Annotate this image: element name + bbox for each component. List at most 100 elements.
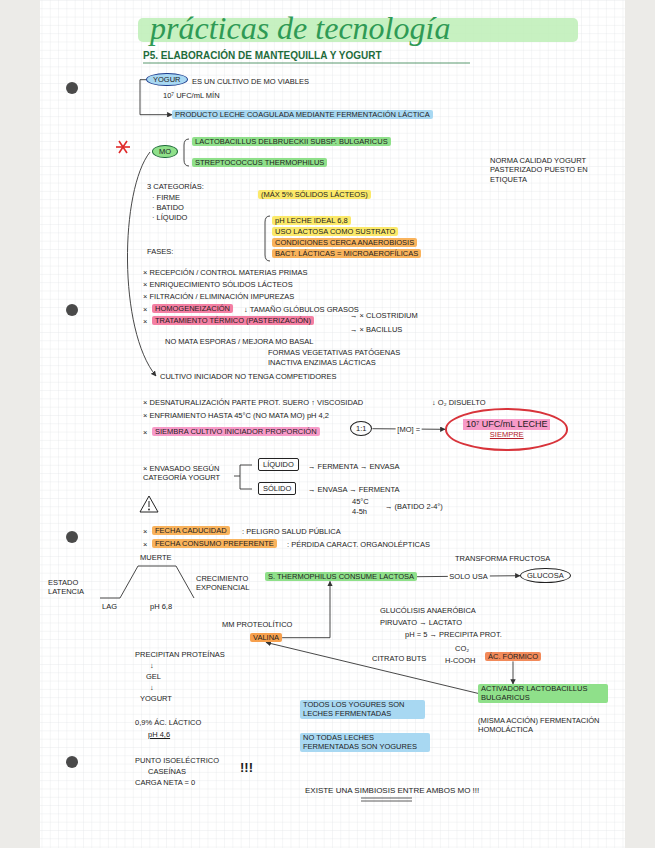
paper-sheet: [40, 0, 625, 848]
note-text: CITRATO BUTS: [372, 654, 426, 663]
highlight-band: HOMOGENEIZACIÓN: [152, 304, 233, 313]
note-text: TRANSFORMA FRUCTOSA: [455, 554, 550, 563]
note-text: PIRUVATO → LACTATO: [380, 618, 462, 627]
node-text: ACTIVADOR LACTOBACILLUS BULGARICUS: [481, 684, 605, 703]
highlight-band: LACTOBACILLUS DELBRUECKII SUBSP. BULGARI…: [192, 137, 391, 146]
grid-paper: [40, 0, 625, 848]
note-text: 4-5h: [352, 507, 367, 516]
node-text: VALINA: [253, 633, 279, 642]
note-text: PRECIPITAN PROTEÍNAS: [135, 650, 225, 659]
note-text: × RECEPCIÓN / CONTROL MATERIAS PRIMAS: [143, 268, 307, 277]
red-asterisk: [116, 141, 130, 153]
note-text: FASES:: [147, 247, 173, 256]
node-text: SIEMBRA CULTIVO INICIADOR PROPORCIÓN: [155, 427, 317, 436]
brace: [184, 139, 189, 166]
note-text: ↓ TAMAÑO GLÓBULOS GRASOS: [244, 305, 359, 314]
highlight-band: VALINA: [250, 633, 282, 642]
page-title: prácticas de tecnología: [150, 8, 450, 48]
note-text: 45°C: [352, 497, 369, 506]
node-text: (MÁX 5% SÓLIDOS LÁCTEOS): [261, 190, 368, 199]
bracket: [234, 465, 252, 489]
edge-label: SOLO USA: [447, 572, 489, 581]
note-text: → × BACILLUS: [350, 325, 402, 334]
note-text: pH = 5 → PRECIPITA PROT.: [405, 630, 502, 639]
note-text: ↓ O₂ DISUELTO: [432, 398, 485, 407]
node-text: ÁC. FÓRMICO: [488, 652, 538, 661]
note-text: !!!: [240, 760, 253, 776]
note-text: × DESNATURALIZACIÓN PARTE PROT. SUERO ↑ …: [143, 398, 363, 407]
note-text: ×: [143, 305, 147, 314]
note-text: ESTADO LATENCIA: [48, 578, 94, 597]
note-text: CASEÍNAS: [148, 767, 186, 776]
note-text: · FIRME: [152, 193, 180, 202]
highlight-band: FECHA CONSUMO PREFERENTE: [152, 539, 277, 548]
circled-ratio: 1:1: [350, 421, 372, 436]
punch-hole: [66, 82, 78, 94]
highlight-band: USO LACTOSA COMO SUSTRATO: [272, 227, 398, 236]
boxed-term: LÍQUIDO: [258, 458, 299, 471]
note-text: : PELIGRO SALUD PÚBLICA: [242, 527, 341, 536]
node-text: BACT. LÁCTICAS = MICROAEROFÍLICAS: [275, 249, 418, 258]
node-text: FECHA CONSUMO PREFERENTE: [155, 539, 274, 548]
note-text: → FERMENTA → ENVASA: [308, 462, 399, 471]
note-text: GEL: [146, 672, 161, 681]
node-text: LÍQUIDO: [263, 460, 294, 469]
note-text: CULTIVO INICIADOR NO TENGA COMPETIDORES: [160, 372, 336, 381]
double-underline: [361, 798, 412, 801]
note-text: : PÉRDIDA CARACT. ORGANOLÉPTICAS: [287, 540, 430, 549]
circled-term: MO: [152, 145, 178, 158]
punch-hole: [66, 304, 78, 316]
note-text: ES UN CULTIVO DE MO VIABLES: [192, 77, 309, 86]
node-text: SIEMPRE: [463, 430, 550, 439]
note-text: × ENFRIAMIENTO HASTA 45°C (NO MATA MO) p…: [143, 411, 329, 420]
subtitle-underline: [143, 63, 470, 64]
note-text: → × CLOSTRIDIUM: [350, 311, 418, 320]
note-text: pH 4,6: [148, 730, 170, 739]
note-text: CO₂: [455, 644, 469, 653]
highlight-band: S. THERMOPHILUS CONSUME LACTOSA: [265, 572, 417, 581]
highlight-band: BACT. LÁCTICAS = MICROAEROFÍLICAS: [272, 249, 421, 258]
highlight-band: TRATAMIENTO TÉRMICO (PASTERIZACIÓN): [152, 316, 314, 325]
node-text: MO: [159, 147, 171, 156]
note-text: × FILTRACIÓN / ELIMINACIÓN IMPUREZAS: [143, 292, 294, 301]
growth-curve: [100, 566, 194, 598]
node-text: YOGUR: [153, 75, 181, 84]
connector-arrow: [282, 581, 330, 637]
note-text: 3 CATEGORÍAS:: [147, 182, 204, 191]
highlight-band: ÁC. FÓRMICO: [485, 652, 541, 661]
note-text: MM PROTEOLÍTICO: [222, 620, 292, 629]
note-text: · BATIDO: [152, 203, 184, 212]
warning-triangle: [140, 496, 158, 512]
circled-term: GLUCOSA: [520, 568, 571, 583]
node-text: pH LECHE IDEAL 6,8: [275, 216, 348, 225]
boxed-term: SÓLIDO: [258, 482, 296, 495]
note-text: × ENVASADO SEGÚN CATEGORÍA YOGURT: [143, 464, 235, 483]
node-text: SÓLIDO: [263, 484, 291, 493]
punch-hole: [66, 756, 78, 768]
note-text: → (BATIDO 2-4°): [385, 502, 443, 511]
highlight-band: FECHA CADUCIDAD: [152, 526, 230, 535]
note-text: GLUCÓLISIS ANAERÓBICA: [380, 606, 476, 615]
note-text: MUERTE: [140, 553, 172, 562]
brace: [265, 216, 270, 261]
note-text: · LÍQUIDO: [152, 213, 187, 222]
note-text: YOGURT: [140, 694, 172, 703]
note-text: ×: [143, 428, 147, 437]
node-text: 10⁷ UFC/mL LECHE: [463, 419, 550, 430]
node-text: HOMOGENEIZACIÓN: [155, 304, 230, 313]
note-text: LAG: [102, 602, 117, 611]
ellipse-callout: 10⁷ UFC/mL LECHESIEMPRE: [445, 408, 568, 451]
highlight-band: NO TODAS LECHES FERMENTADAS SON YOGURES: [300, 733, 430, 752]
note-text: INACTIVA ENZIMAS LÁCTICAS: [268, 358, 376, 367]
note-text: ×: [143, 527, 147, 536]
note-text: H-COOH: [445, 656, 475, 665]
highlight-band: (MÁX 5% SÓLIDOS LÁCTEOS): [258, 190, 371, 199]
highlight-band: TODOS LOS YOGURES SON LECHES FERMENTADAS: [300, 700, 425, 719]
connector-arrow: [266, 642, 478, 693]
note-text: ↓: [150, 661, 154, 670]
connector-arrow: [513, 661, 514, 684]
note-text: NORMA CALIDAD YOGURT PASTERIZADO PUESTO …: [490, 156, 590, 184]
note-text: CARGA NETA = 0: [135, 778, 195, 787]
note-text: → ENVASA → FERMENTA: [308, 485, 399, 494]
node-text: STREPTOCOCCUS THERMOPHILUS: [195, 158, 324, 167]
